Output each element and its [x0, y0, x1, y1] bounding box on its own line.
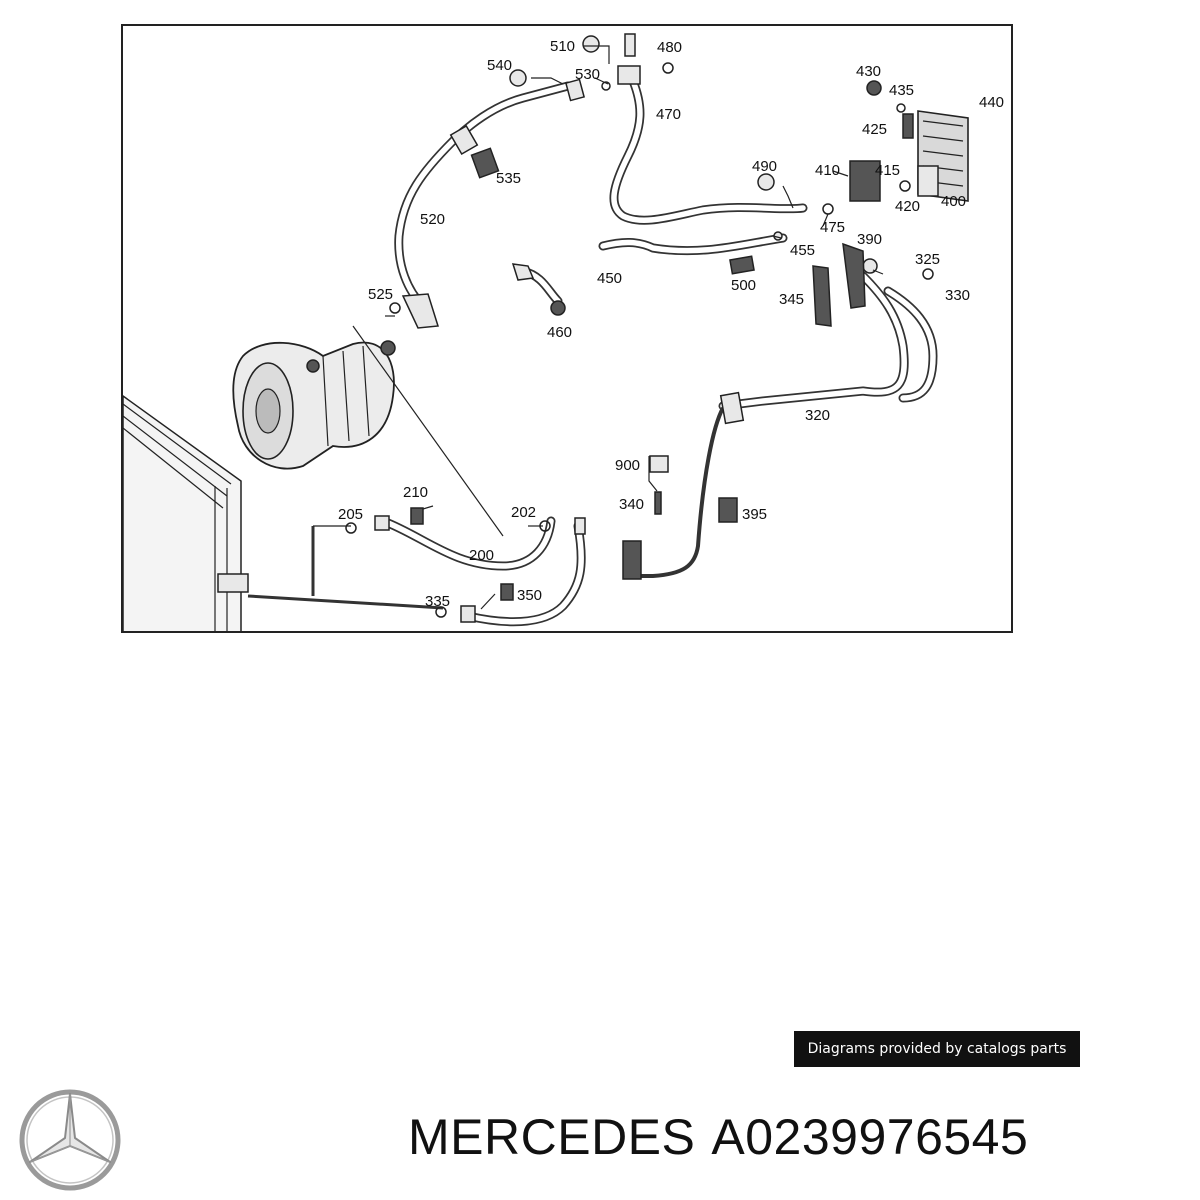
callout-425: 425: [862, 121, 887, 138]
callout-320: 320: [805, 407, 830, 424]
callout-530: 530: [575, 66, 600, 83]
part-title: MERCEDES A0239976545: [408, 1108, 1044, 1166]
part-number: A0239976545: [711, 1109, 1029, 1165]
refrigerant-lines: [247, 76, 938, 627]
callout-210: 210: [403, 484, 428, 501]
diagram-credit-banner: Diagrams provided by catalogs parts: [794, 1031, 1080, 1067]
callout-200: 200: [469, 547, 494, 564]
callout-455: 455: [790, 242, 815, 259]
callout-475: 475: [820, 219, 845, 236]
callout-440: 440: [979, 94, 1004, 111]
compressor-illustration: [232, 340, 396, 470]
callout-470: 470: [656, 106, 681, 123]
callout-525: 525: [368, 286, 393, 303]
callout-460: 460: [547, 324, 572, 341]
callout-500: 500: [731, 277, 756, 294]
callout-520: 520: [420, 211, 445, 228]
callout-325: 325: [915, 251, 940, 268]
callout-340: 340: [619, 496, 644, 513]
callout-535: 535: [496, 170, 521, 187]
callout-415: 415: [875, 162, 900, 179]
parts-diagram: 510 480 540 530 470 430 435 440 425 535 …: [121, 24, 1013, 633]
callout-330: 330: [945, 287, 970, 304]
callout-345: 345: [779, 291, 804, 308]
callout-435: 435: [889, 82, 914, 99]
callout-420: 420: [895, 198, 920, 215]
leader-lines: [313, 45, 884, 610]
callout-480: 480: [657, 39, 682, 56]
callout-400: 400: [941, 193, 966, 210]
callout-510: 510: [550, 38, 575, 55]
callout-900: 900: [615, 457, 640, 474]
brand-name: MERCEDES: [408, 1109, 696, 1165]
callout-390: 390: [857, 231, 882, 248]
callout-205: 205: [338, 506, 363, 523]
callout-202: 202: [511, 504, 536, 521]
fittings: [345, 33, 969, 623]
mercedes-star-logo-icon: [19, 1089, 121, 1191]
ac-refrigerant-lines-diagram: 510 480 540 530 470 430 435 440 425 535 …: [123, 33, 1004, 631]
callout-335: 335: [425, 593, 450, 610]
condenser-illustration: [123, 395, 249, 631]
callout-labels: 510 480 540 530 470 430 435 440 425 535 …: [338, 38, 1004, 610]
callout-430: 430: [856, 63, 881, 80]
callout-350: 350: [517, 587, 542, 604]
callout-540: 540: [487, 57, 512, 74]
callout-450: 450: [597, 270, 622, 287]
callout-410: 410: [815, 162, 840, 179]
callout-490: 490: [752, 158, 777, 175]
callout-395: 395: [742, 506, 767, 523]
